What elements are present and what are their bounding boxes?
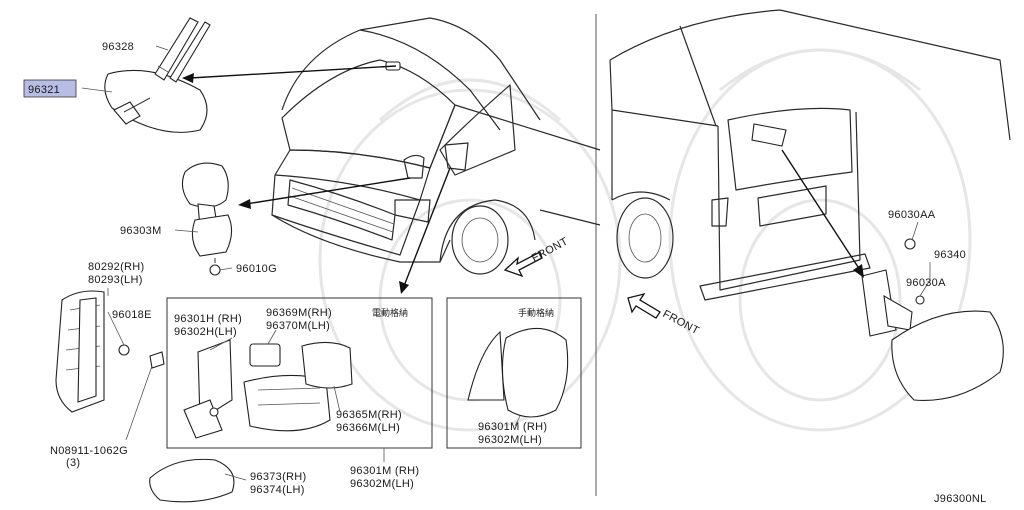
label-96373: 96373(RH) xyxy=(250,471,307,483)
label-96328: 96328 xyxy=(102,41,134,53)
label-96340: 96340 xyxy=(934,249,966,261)
front-direction-arrow-right xyxy=(627,292,661,319)
leader-lines-right xyxy=(911,221,931,297)
label-96365m: 96365M(RH) xyxy=(336,409,402,421)
label-96366m: 96366M(LH) xyxy=(336,422,400,434)
mirror-assembly-electric xyxy=(183,339,353,439)
label-96010g: 96010G xyxy=(236,263,277,275)
label-electric-retract: 電動格納 xyxy=(372,307,408,319)
label-80293: 80293(LH) xyxy=(88,274,143,286)
label-96301m-manual: 96301M (RH) xyxy=(478,421,547,433)
label-96370m: 96370M(LH) xyxy=(266,320,330,332)
label-96301m-electric: 96301M (RH) xyxy=(350,465,419,477)
label-80292: 80292(RH) xyxy=(88,261,145,273)
under-mirror-96340 xyxy=(861,238,1004,401)
label-96321: 96321 xyxy=(28,84,60,96)
van-rear-illustration xyxy=(609,9,1011,301)
label-96030aa: 96030AA xyxy=(888,209,936,221)
leader-lines-left xyxy=(81,45,521,481)
mirror-cover-96328 xyxy=(154,17,211,83)
label-96301h: 96301H (RH) xyxy=(174,313,242,325)
diagram-code: J96300NL xyxy=(934,493,987,505)
label-nut-code: N08911-1062G xyxy=(50,445,128,457)
label-96303m: 96303M xyxy=(120,225,162,237)
label-96018e: 96018E xyxy=(112,309,152,321)
label-96369m: 96369M(RH) xyxy=(266,307,332,319)
electric-retract-box xyxy=(166,297,433,449)
label-nut-qty: (3) xyxy=(66,457,80,469)
label-manual-retract: 手動格納 xyxy=(518,307,554,319)
mirror-assembly-manual xyxy=(467,327,569,418)
label-96302m-electric: 96302M(LH) xyxy=(350,478,414,490)
manual-retract-box xyxy=(446,297,582,449)
label-96030a: 96030A xyxy=(906,277,946,289)
highlighted-part-badge xyxy=(23,79,77,98)
mirror-cover-96373 xyxy=(149,458,235,503)
pointer-arrows-left xyxy=(182,65,451,294)
label-96374: 96374(LH) xyxy=(250,484,305,496)
label-front-left: FRONT xyxy=(530,236,570,265)
label-96302m-manual: 96302M(LH) xyxy=(478,434,542,446)
door-mirror-96303m xyxy=(181,162,233,276)
front-direction-arrow-left xyxy=(503,251,543,278)
molding-80292 xyxy=(55,290,165,413)
pointer-arrow-right xyxy=(781,149,864,278)
label-96302h: 96302H(LH) xyxy=(174,326,237,338)
watermark-emblem xyxy=(318,48,972,432)
